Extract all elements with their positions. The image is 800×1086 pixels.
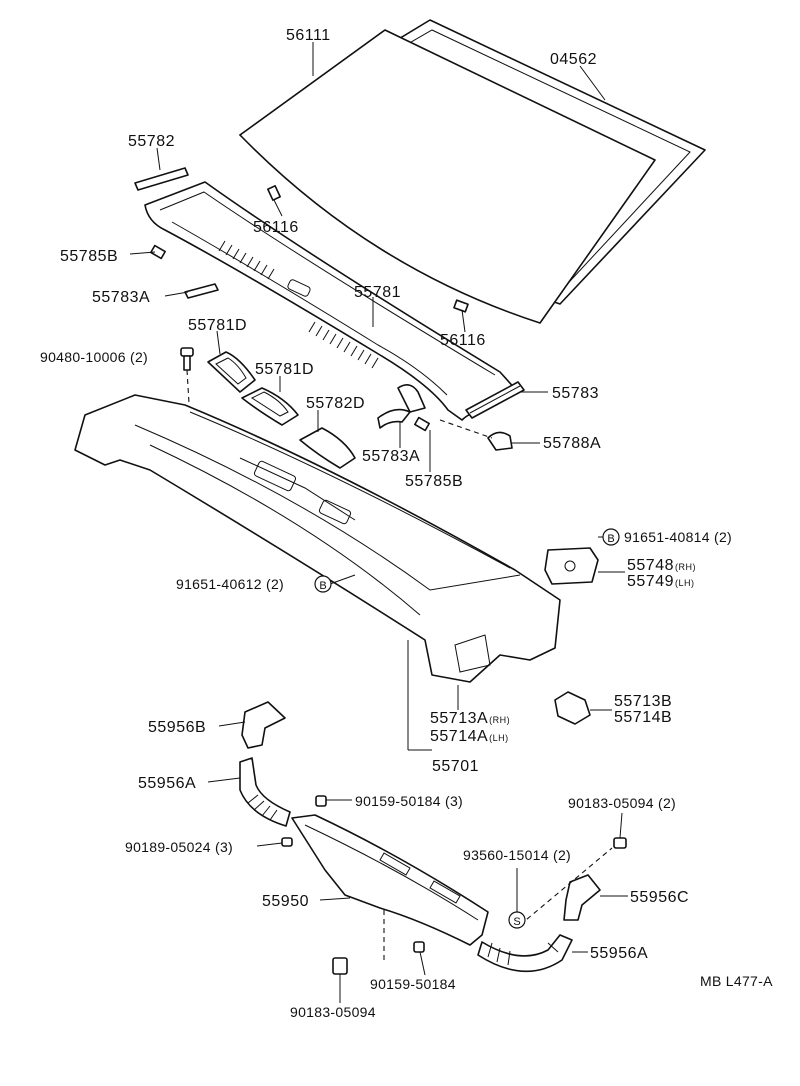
part-labels: 56111 04562 55782 56116 55785B 55783A 55…	[40, 27, 773, 1020]
duct[interactable]	[291, 814, 489, 946]
cowl-seal-a-left[interactable]	[184, 283, 219, 299]
windshield-glass[interactable]	[239, 29, 656, 324]
label-cowl-seal-a-left: 55783A	[92, 289, 150, 306]
fasteners[interactable]	[281, 795, 627, 975]
screw-callout: S	[508, 911, 526, 929]
seal-a-right[interactable]	[377, 408, 411, 429]
label-nozzle-b: 55956B	[148, 719, 206, 736]
label-bolt-90480: 90480-10006 (2)	[40, 349, 148, 365]
cowl-seal-left[interactable]	[134, 167, 189, 191]
label-screw-90159-b: 90159-50184	[370, 976, 456, 992]
label-windshield-moulding: 04562	[550, 51, 597, 68]
label-screw-90189: 90189-05024 (3)	[125, 839, 233, 855]
label-clip-upper: 56116	[253, 219, 299, 236]
svg-text:B: B	[607, 533, 614, 545]
nozzle-b[interactable]	[241, 701, 286, 749]
svg-text:S: S	[513, 916, 520, 928]
label-bolt-91651-upper: 91651-40814 (2)	[624, 529, 732, 545]
label-clip-lower: 56116	[440, 332, 486, 349]
label-seal-d: 55782D	[306, 395, 365, 412]
label-cowl-cover-d1: 55781D	[188, 317, 247, 334]
leader-lines	[129, 42, 628, 1003]
label-screw-93560: 93560-15014 (2)	[463, 847, 571, 863]
plate-b[interactable]	[554, 691, 591, 725]
label-cowl-seal-right: 55783	[552, 385, 599, 402]
label-bracket-rh: 55748(RH)	[627, 557, 696, 574]
label-nut-90183-b: 90183-05094	[290, 1004, 376, 1020]
cowl-cover-d2[interactable]	[241, 387, 299, 426]
retainer-left[interactable]	[150, 244, 166, 260]
label-grommet: 55788A	[543, 435, 601, 452]
label-cowl-cover-d2: 55781D	[255, 361, 314, 378]
label-seal-a-right: 55783A	[362, 448, 420, 465]
bolt-90480[interactable]	[180, 347, 194, 371]
bracket-rh-lh[interactable]	[544, 547, 599, 585]
label-hose-right: 55956A	[590, 945, 648, 962]
grommet[interactable]	[487, 431, 513, 451]
retainer-right[interactable]	[414, 416, 430, 432]
cowl-cover-d1[interactable]	[207, 351, 256, 393]
label-retainer-right: 55785B	[405, 473, 463, 490]
hose-right[interactable]	[477, 934, 573, 973]
label-panel-lh: 55714A(LH)	[430, 728, 509, 745]
label-panel-rh: 55713A(RH)	[430, 710, 510, 727]
label-windshield-glass: 56111	[286, 27, 331, 44]
label-nut-90183-a: 90183-05094 (2)	[568, 795, 676, 811]
label-nozzle-c: 55956C	[630, 889, 689, 906]
label-plate-b-lh: 55714B	[614, 709, 672, 726]
diagram-id: MB L477-A	[700, 973, 773, 989]
bolt-callout-upper: B	[602, 528, 620, 546]
label-screw-90159-a: 90159-50184 (3)	[355, 793, 463, 809]
windshield-clips[interactable]	[267, 185, 469, 313]
label-cowl-seal-left: 55782	[128, 133, 175, 150]
seal-d[interactable]	[299, 427, 356, 469]
svg-text:B: B	[319, 580, 326, 592]
label-plate-b-rh: 55713B	[614, 693, 672, 710]
label-bracket-lh: 55749(LH)	[627, 573, 695, 590]
cowl-seal-right[interactable]	[465, 381, 525, 419]
label-bolt-91651-lower: 91651-40612 (2)	[176, 576, 284, 592]
label-hose-left: 55956A	[138, 775, 196, 792]
label-cowl-assy: 55701	[432, 758, 479, 775]
label-retainer-left: 55785B	[60, 248, 118, 265]
hose-left[interactable]	[239, 757, 291, 827]
bolt-callout-lower: B	[314, 575, 332, 593]
label-cowl-panel: 55781	[354, 284, 401, 301]
cowl-frame[interactable]	[74, 394, 561, 683]
cowl-top-panel[interactable]	[144, 181, 519, 421]
label-duct: 55950	[262, 893, 309, 910]
nozzle-c[interactable]	[563, 874, 601, 921]
